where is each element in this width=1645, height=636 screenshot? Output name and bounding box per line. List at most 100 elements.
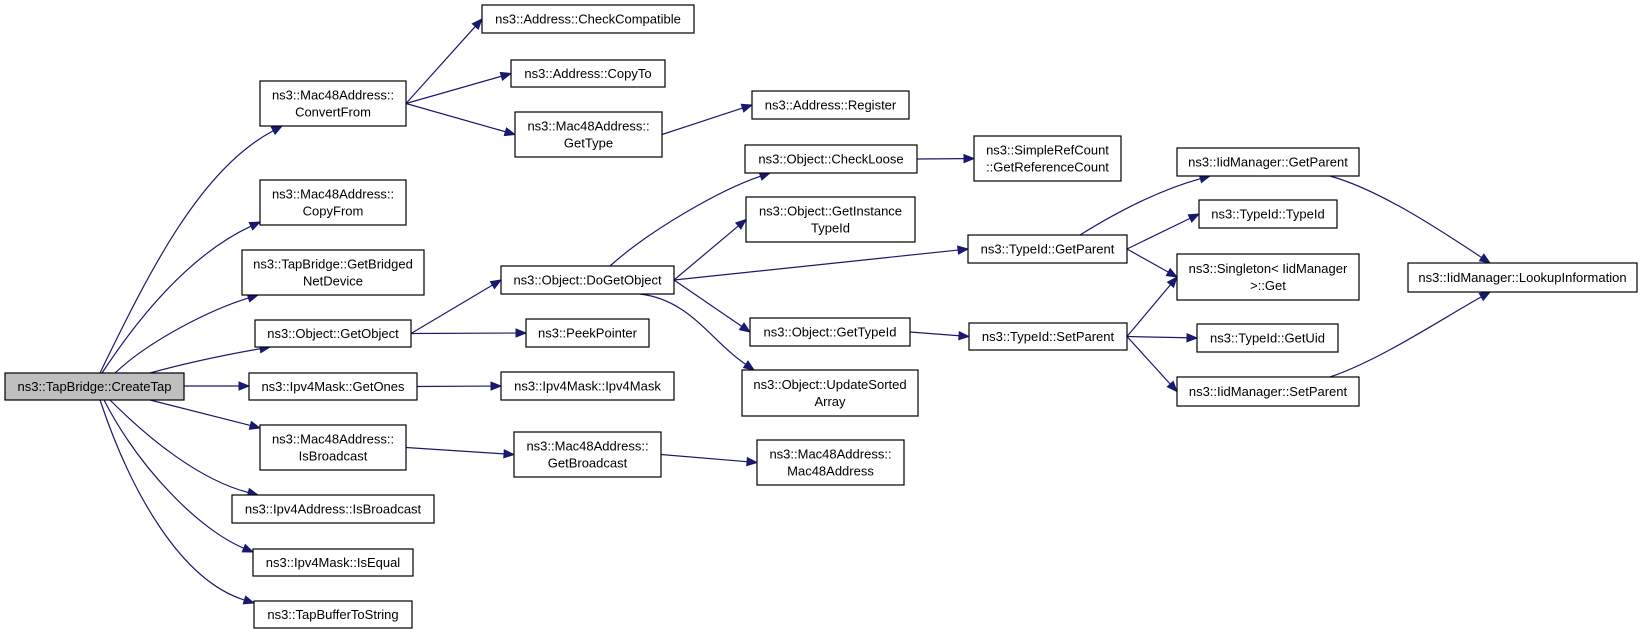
node-box — [4, 372, 185, 401]
arrowhead-icon — [241, 543, 255, 553]
edge-line — [405, 446, 505, 455]
arrowhead-icon — [1478, 253, 1492, 264]
node-register[interactable]: ns3::Address::Register — [751, 90, 910, 120]
node-get-reference-count[interactable]: ns3::SimpleRefCount::GetReferenceCount — [973, 135, 1122, 182]
node-box — [967, 234, 1128, 264]
edge-line — [114, 297, 249, 374]
node-box — [514, 111, 663, 158]
arrowhead-icon — [963, 153, 976, 164]
node-get-object[interactable]: ns3::Object::GetObject — [254, 319, 412, 348]
node-label: IsBroadcast — [299, 449, 368, 464]
node-ipv4-is-broadcast[interactable]: ns3::Ipv4Address::IsBroadcast — [231, 494, 435, 524]
node-iid-get-parent[interactable]: ns3::IidManager::GetParent — [1176, 147, 1360, 177]
node-label: Array — [814, 394, 846, 409]
edge-type-id-set-parent-to-get-uid — [1126, 333, 1199, 343]
node-label: ns3::TapBridge::CreateTap — [18, 379, 172, 394]
arrowhead-icon — [499, 71, 513, 81]
node-label: ::GetReferenceCount — [986, 160, 1109, 175]
node-box — [500, 371, 675, 401]
edge-line — [101, 225, 252, 374]
edge-convert-from-to-copy-to — [405, 71, 513, 105]
node-box — [241, 249, 425, 296]
edge-create-tap-to-convert-from — [99, 125, 284, 374]
edge-get-broadcast-to-mac48-ctor — [660, 453, 759, 467]
arrowhead-icon — [734, 218, 748, 230]
edge-convert-from-to-get-type — [405, 102, 517, 137]
arrowhead-icon — [746, 456, 759, 467]
edge-get-object-to-peek-pointer — [410, 328, 528, 338]
edge-line — [1126, 248, 1169, 273]
arrowhead-icon — [1166, 275, 1178, 289]
edge-line — [1079, 178, 1201, 236]
node-box — [253, 600, 413, 629]
node-mac48-ctor[interactable]: ns3::Mac48Address::Mac48Address — [756, 439, 905, 486]
arrowhead-icon — [503, 127, 517, 137]
node-label: ConvertFrom — [295, 105, 371, 120]
node-type-id-ctor[interactable]: ns3::TypeId::TypeId — [1198, 199, 1338, 229]
node-do-get-object[interactable]: ns3::Object::DoGetObject — [500, 265, 675, 295]
node-get-broadcast[interactable]: ns3::Mac48Address::GetBroadcast — [513, 431, 662, 478]
node-label: GetType — [564, 136, 613, 151]
arrowhead-icon — [1478, 291, 1492, 302]
node-get-ones[interactable]: ns3::Ipv4Mask::GetOnes — [248, 372, 418, 401]
edge-convert-from-to-check-compatible — [405, 17, 483, 104]
node-copy-from[interactable]: ns3::Mac48Address::CopyFrom — [259, 179, 407, 226]
edge-line — [99, 399, 245, 601]
node-box — [513, 431, 662, 478]
edge-do-get-object-to-update-sorted-array — [639, 293, 756, 371]
node-label: ns3::Address::CopyTo — [524, 66, 651, 81]
node-label: Mac48Address — [787, 464, 874, 479]
node-label: ns3::IidManager::SetParent — [1189, 384, 1348, 399]
node-box — [259, 179, 407, 226]
node-box — [749, 317, 911, 347]
node-label: ns3::TapBridge::GetBridged — [253, 257, 413, 272]
edge-line — [1126, 336, 1171, 385]
node-label: ns3::Object::GetInstance — [759, 204, 902, 219]
node-label: ns3::Address::CheckCompatible — [495, 12, 681, 27]
node-box — [1407, 262, 1638, 293]
edges-layer — [99, 17, 1492, 605]
node-iid-set-parent[interactable]: ns3::IidManager::SetParent — [1176, 376, 1360, 407]
edge-iid-get-parent-to-lookup-information — [1329, 175, 1492, 264]
edge-do-get-object-to-obj-get-type-id — [673, 279, 752, 333]
edge-do-get-object-to-type-id-get-parent — [673, 245, 970, 281]
node-ipv4-mask-ctor[interactable]: ns3::Ipv4Mask::Ipv4Mask — [500, 371, 675, 401]
edge-line — [1329, 175, 1482, 258]
node-peek-pointer[interactable]: ns3::PeekPointer — [525, 318, 650, 348]
edge-line — [909, 331, 960, 337]
node-label: NetDevice — [303, 274, 363, 289]
edge-create-tap-to-tap-buffer-to-string — [99, 399, 256, 605]
arrowhead-icon — [742, 360, 756, 371]
node-tap-buffer-to-string[interactable]: ns3::TapBufferToString — [253, 600, 413, 629]
node-box — [1198, 199, 1338, 229]
node-obj-get-type-id[interactable]: ns3::Object::GetTypeId — [749, 317, 911, 347]
arrowhead-icon — [958, 330, 971, 341]
arrowhead-icon — [1166, 380, 1178, 393]
node-singleton-get[interactable]: ns3::Singleton< IidManager>::Get — [1176, 253, 1360, 301]
node-box — [973, 135, 1122, 182]
node-type-id-set-parent[interactable]: ns3::TypeId::SetParent — [968, 322, 1128, 351]
edge-line — [673, 279, 743, 327]
node-box — [1176, 253, 1360, 301]
node-type-id-get-parent[interactable]: ns3::TypeId::GetParent — [967, 234, 1128, 264]
nodes-layer: ns3::TapBridge::CreateTapns3::Mac48Addre… — [4, 4, 1638, 629]
node-box — [751, 90, 910, 120]
edge-get-ones-to-ipv4-mask-ctor — [416, 381, 503, 391]
node-mac-is-broadcast[interactable]: ns3::Mac48Address::IsBroadcast — [259, 424, 407, 471]
node-check-compatible[interactable]: ns3::Address::CheckCompatible — [481, 4, 695, 34]
node-label: >::Get — [1250, 278, 1286, 293]
arrowhead-icon — [242, 595, 256, 605]
node-create-tap[interactable]: ns3::TapBridge::CreateTap — [4, 372, 185, 401]
node-get-uid[interactable]: ns3::TypeId::GetUid — [1196, 323, 1339, 353]
arrowhead-icon — [248, 221, 262, 231]
node-convert-from[interactable]: ns3::Mac48Address::ConvertFrom — [259, 80, 407, 127]
node-copy-to[interactable]: ns3::Address::CopyTo — [510, 59, 666, 88]
node-get-type[interactable]: ns3::Mac48Address::GetType — [514, 111, 663, 158]
node-lookup-information[interactable]: ns3::IidManager::LookupInformation — [1407, 262, 1638, 293]
node-check-loose[interactable]: ns3::Object::CheckLoose — [744, 144, 918, 174]
node-is-equal[interactable]: ns3::Ipv4Mask::IsEqual — [252, 548, 414, 577]
